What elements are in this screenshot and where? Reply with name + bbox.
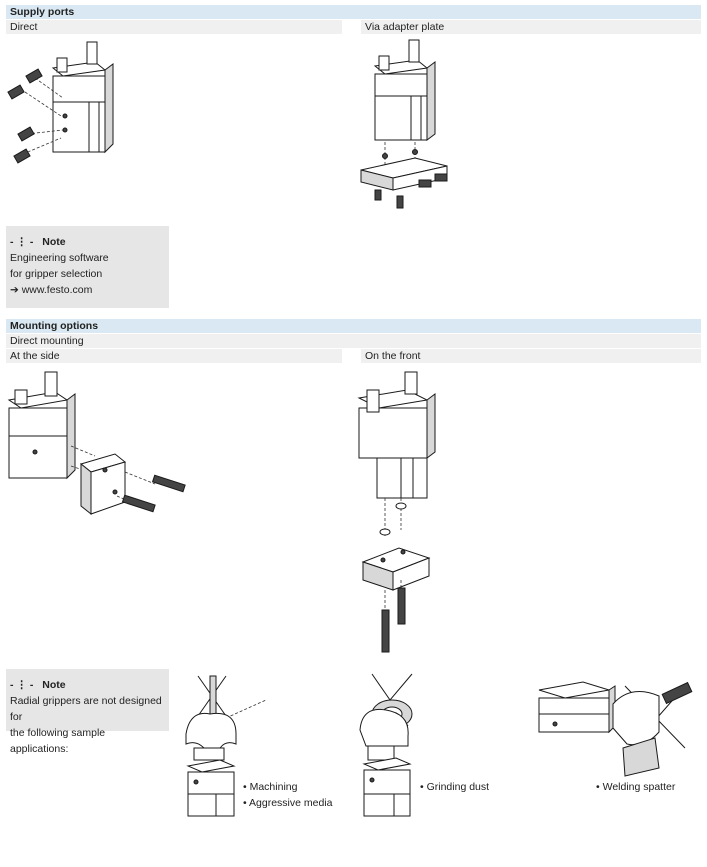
note-title: Note: [42, 236, 66, 248]
direct-mounting-label: Direct mounting: [6, 334, 701, 348]
direct-label: Direct: [6, 20, 342, 34]
adapter-plate-label: Via adapter plate: [361, 20, 701, 34]
machining-bullet: • Machining: [243, 781, 298, 793]
aggressive-media-bullet: • Aggressive media: [243, 797, 333, 809]
note-line: for gripper selection: [10, 268, 103, 280]
machining-illustration: [185, 675, 267, 817]
info-icon: - ⋮ -: [10, 679, 34, 691]
front-mounting-illustration: [357, 371, 436, 653]
note-software: - ⋮ - Note Engineering software for grip…: [6, 226, 169, 308]
info-icon: - ⋮ -: [10, 236, 34, 248]
direct-supply-illustration: [7, 41, 114, 164]
adapter-plate-illustration: [360, 39, 448, 209]
note-title: Note: [42, 679, 66, 691]
note-line: Radial grippers are not designed for: [10, 695, 162, 723]
grinding-dust-bullet: • Grinding dust: [420, 781, 490, 793]
side-mounting-illustration: [7, 371, 186, 516]
welding-spatter-bullet: • Welding spatter: [596, 781, 676, 793]
machining-text: Machining: [249, 781, 298, 793]
on-the-front-label: On the front: [361, 349, 701, 363]
grinding-illustration: [359, 673, 413, 817]
note-line: Engineering software: [10, 252, 109, 264]
note-applications: - ⋮ - Note Radial grippers are not desig…: [6, 669, 169, 755]
mounting-options-header: Mounting options: [6, 319, 701, 333]
welding-illustration: [538, 681, 693, 777]
aggressive-media-text: Aggressive media: [249, 797, 333, 809]
supply-ports-header: Supply ports: [6, 5, 701, 19]
note-line: the following sample applications:: [10, 727, 106, 755]
welding-spatter-text: Welding spatter: [602, 781, 676, 793]
at-the-side-label: At the side: [6, 349, 342, 363]
grinding-dust-text: Grinding dust: [426, 781, 490, 793]
festo-link[interactable]: ➔ www.festo.com: [10, 284, 93, 296]
